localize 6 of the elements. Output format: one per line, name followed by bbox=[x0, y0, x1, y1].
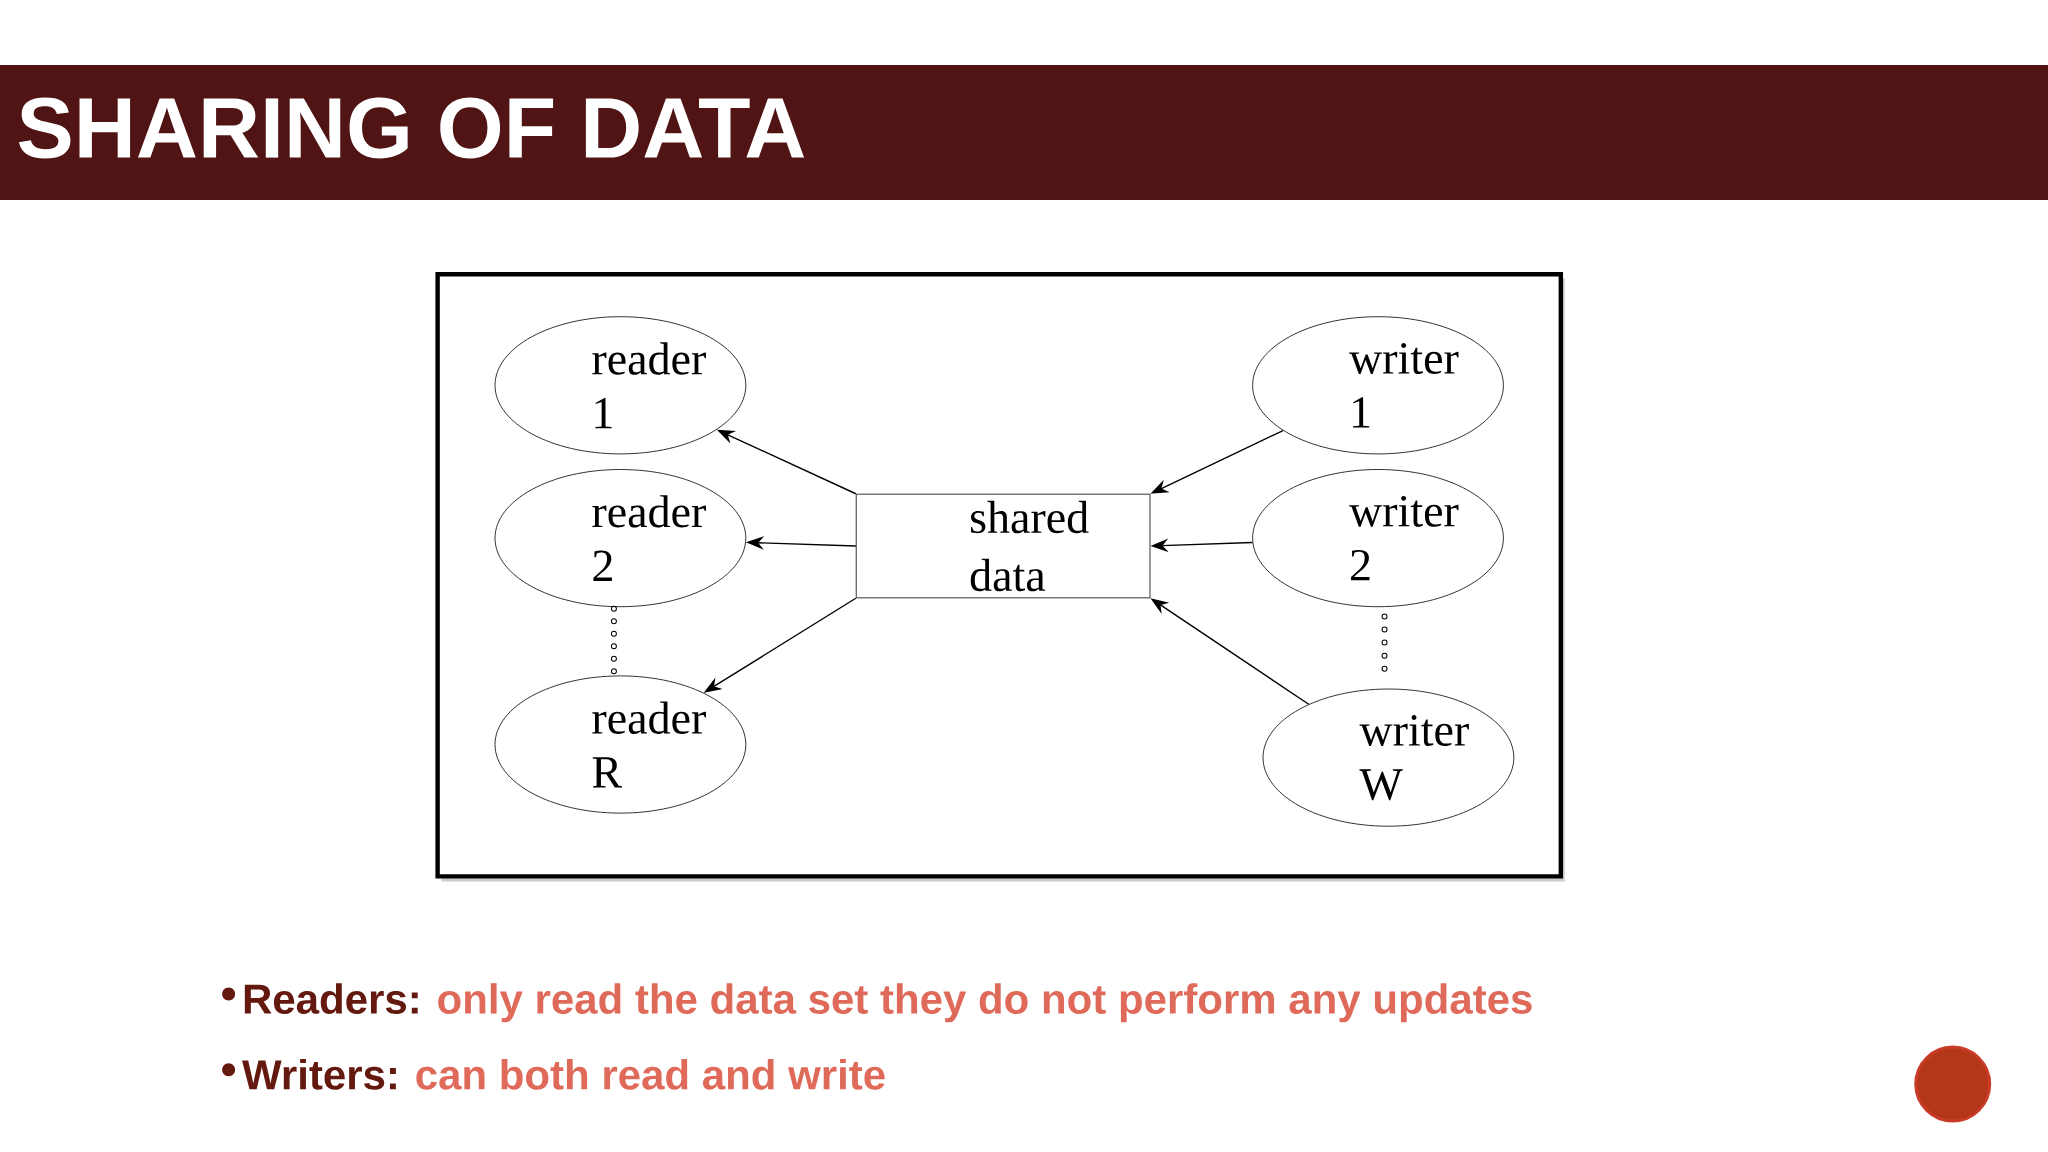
data-box: shared data bbox=[855, 493, 1151, 599]
bullet-heading: Writers: bbox=[242, 1058, 396, 1090]
bullet-heading: Readers: bbox=[244, 983, 418, 1014]
title: SHARING OF DATA bbox=[18, 97, 805, 159]
bullet-text: only read the data set they do not perform any updates bbox=[438, 983, 1532, 1023]
bullet-text: can both read and write bbox=[416, 1058, 885, 1090]
